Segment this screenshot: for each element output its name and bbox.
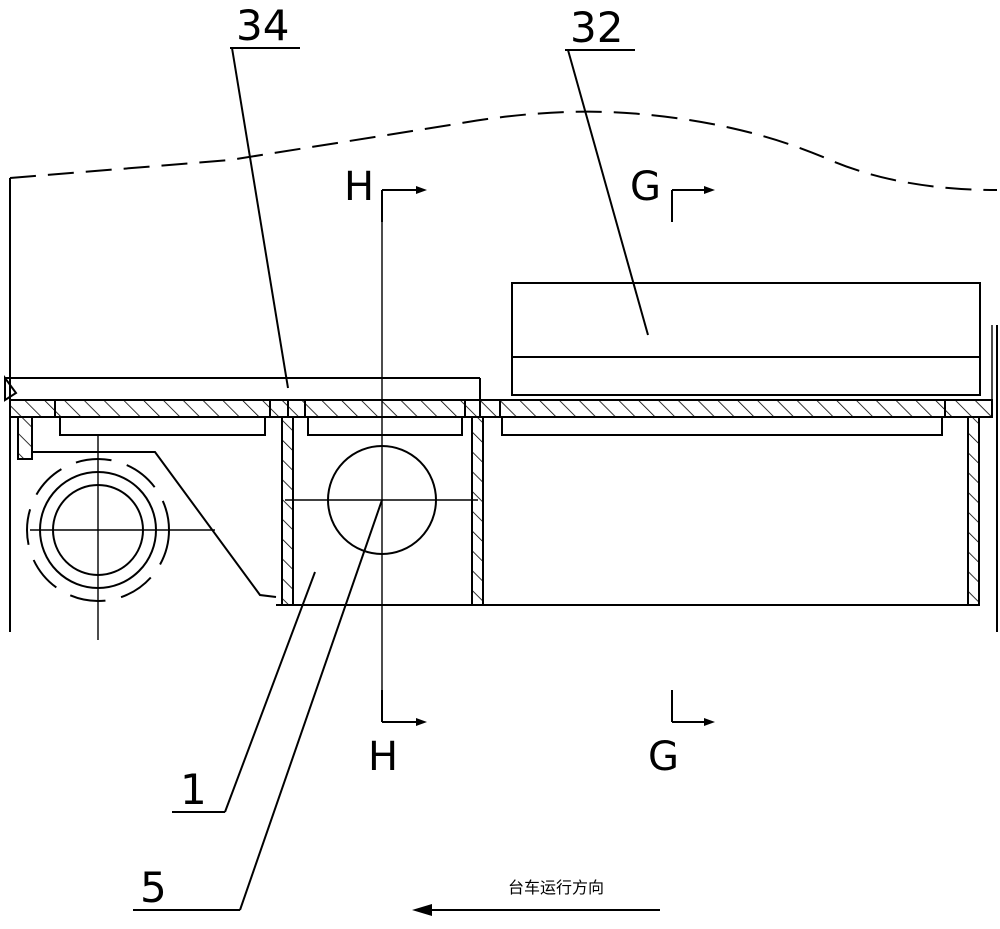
part-32-block	[511, 282, 981, 396]
section-h-top-label: H	[344, 164, 374, 210]
wall-middle	[471, 416, 484, 606]
label-1: 1	[180, 765, 207, 814]
direction-label: 台车运行方向	[508, 878, 604, 897]
flange-right	[501, 417, 943, 436]
flange-middle	[307, 417, 463, 436]
section-h-top-arrowhead	[416, 186, 427, 194]
flange-left	[59, 417, 266, 436]
leader-32	[567, 49, 649, 336]
wall-right	[967, 416, 980, 606]
section-g-bottom-arrowhead	[704, 718, 715, 726]
label-5: 5	[140, 863, 167, 912]
label-32: 32	[570, 3, 623, 52]
label-34: 34	[236, 1, 289, 50]
section-g-top-label: G	[630, 164, 661, 210]
leader-5	[239, 499, 383, 911]
section-h-bottom-label: H	[368, 734, 398, 780]
bracket-arm	[31, 451, 277, 598]
leader-34	[231, 47, 289, 389]
section-g-bottom-label: G	[648, 734, 679, 780]
section-g-top-arrowhead	[704, 186, 715, 194]
direction-arrowhead	[412, 904, 432, 916]
left-bracket	[17, 416, 33, 460]
plate-34-left-tip	[3, 374, 18, 402]
section-h-bottom-arrowhead	[416, 718, 427, 726]
break-line	[9, 110, 998, 191]
wall-left	[281, 416, 294, 606]
leader-1	[224, 571, 316, 813]
